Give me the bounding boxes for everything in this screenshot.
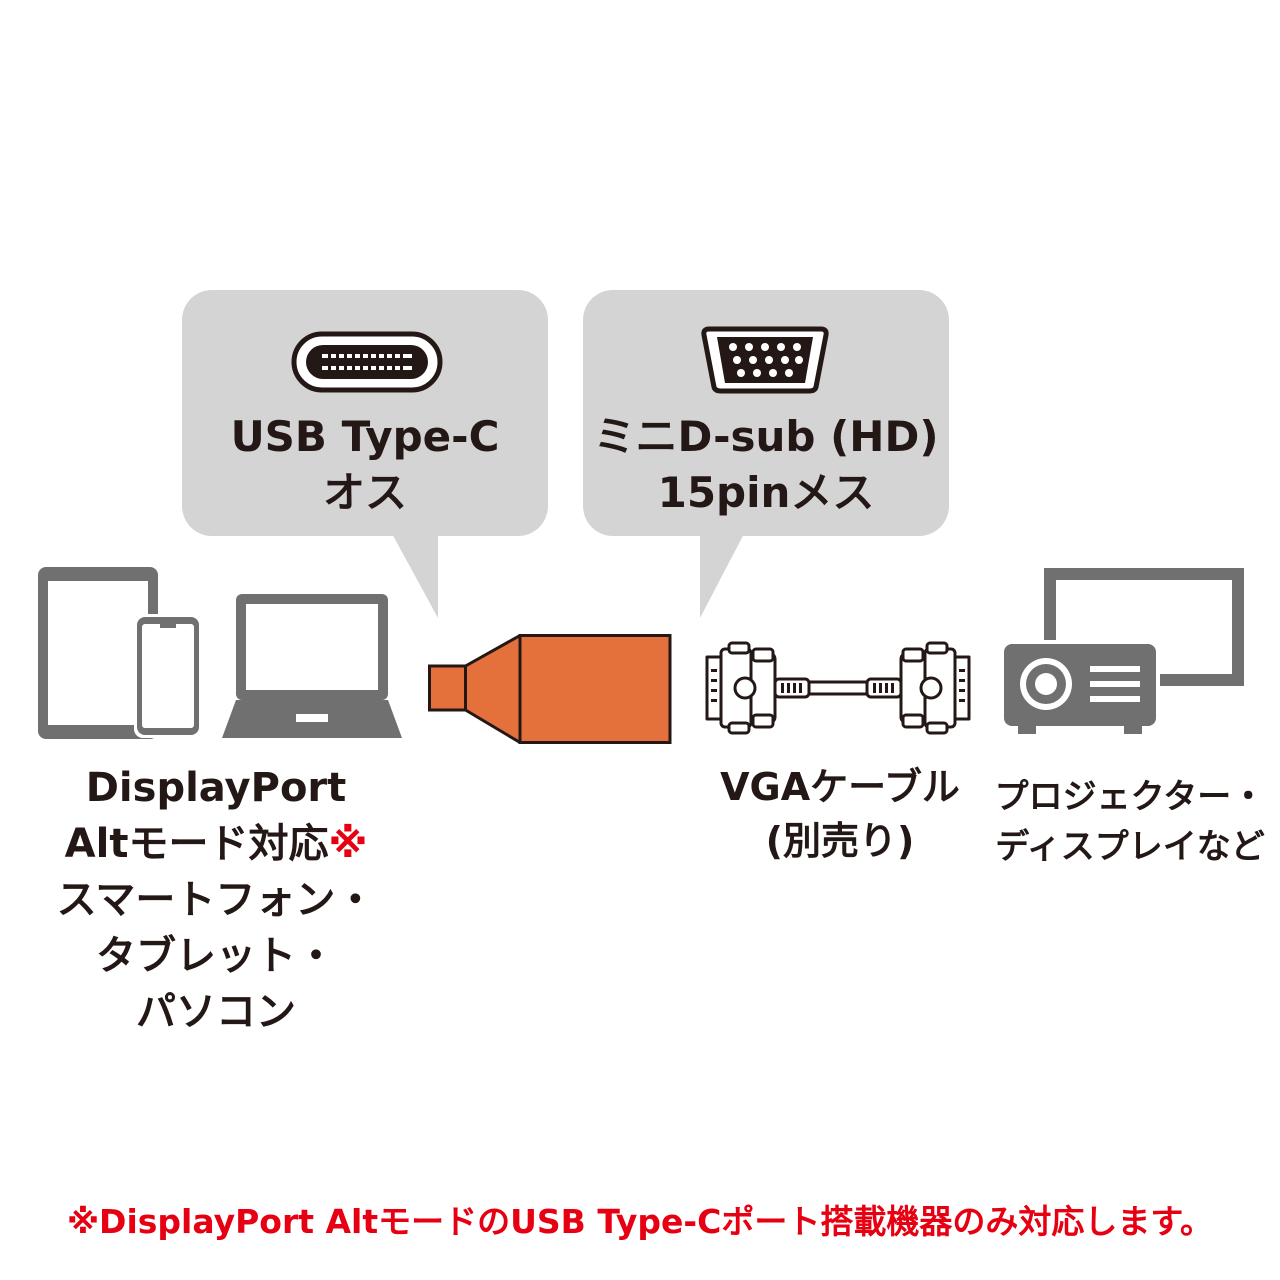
vga-callout: ミニD-sub (HD) 15pinメス (583, 290, 949, 536)
source-label-line1: DisplayPort (85, 765, 347, 811)
usb-c-port-icon (291, 331, 443, 393)
footnote-mark: ※ (66, 1202, 100, 1241)
source-label-line4: タブレット・ (96, 933, 336, 979)
source-label-line5: パソコン (136, 989, 296, 1035)
vga-callout-tail (700, 530, 746, 618)
output-label-line2: ディスプレイなど (995, 827, 1265, 867)
vga-port-icon (701, 326, 829, 394)
source-label-alt: Altモード対応 (64, 821, 329, 867)
vga-label-line1: ミニD-sub (HD) (593, 412, 939, 461)
laptop-icon (222, 594, 402, 738)
cable-label-line1: VGAケーブル (720, 765, 960, 809)
usb-c-label-line2: オス (322, 468, 407, 517)
usb-c-callout: USB Type-C オス (182, 290, 548, 536)
source-devices-label: DisplayPort Altモード対応※ スマートフォン・ タブレット・ パソ… (36, 760, 396, 1040)
source-label-line2: Altモード対応※ (36, 816, 396, 872)
output-devices-label: プロジェクター・ ディスプレイなど (994, 772, 1266, 872)
tablet-icon (38, 567, 158, 739)
projector-icon (1000, 640, 1160, 734)
vga-label-line2: 15pinメス (657, 468, 875, 517)
source-label-line3: スマートフォン・ (56, 877, 376, 923)
footnote: ※DisplayPort AltモードのUSB Type-Cポート搭載機器のみ対… (20, 1198, 1260, 1246)
usb-c-to-vga-adapter-icon (428, 634, 672, 744)
output-label-line1: プロジェクター・ (994, 777, 1266, 817)
footnote-text: DisplayPort AltモードのUSB Type-Cポート搭載機器のみ対応… (99, 1202, 1214, 1241)
cable-label-line2: (別売り) (765, 819, 915, 863)
usb-c-callout-tail (390, 530, 438, 618)
cable-label: VGAケーブル (別売り) (700, 760, 980, 868)
smartphone-icon (134, 614, 202, 738)
usb-c-label-line1: USB Type-C (230, 412, 500, 461)
footnote-reference-mark: ※ (328, 821, 368, 867)
vga-cable-icon (705, 641, 971, 735)
